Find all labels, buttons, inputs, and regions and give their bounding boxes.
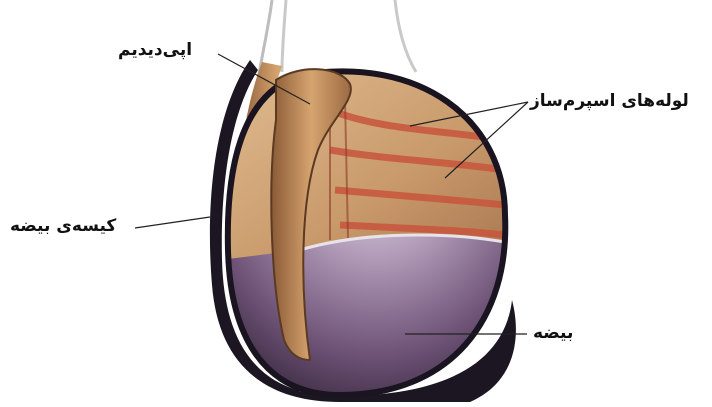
label-testis: بیضه <box>533 325 573 342</box>
label-scrotum: کیسه‌ی بیضه <box>10 218 116 235</box>
label-seminiferous-tubules: لوله‌های اسپرم‌ساز <box>530 93 689 110</box>
label-epididymis: اپی‌دیدیم <box>118 42 192 59</box>
leader-line-scrotum <box>135 217 210 228</box>
